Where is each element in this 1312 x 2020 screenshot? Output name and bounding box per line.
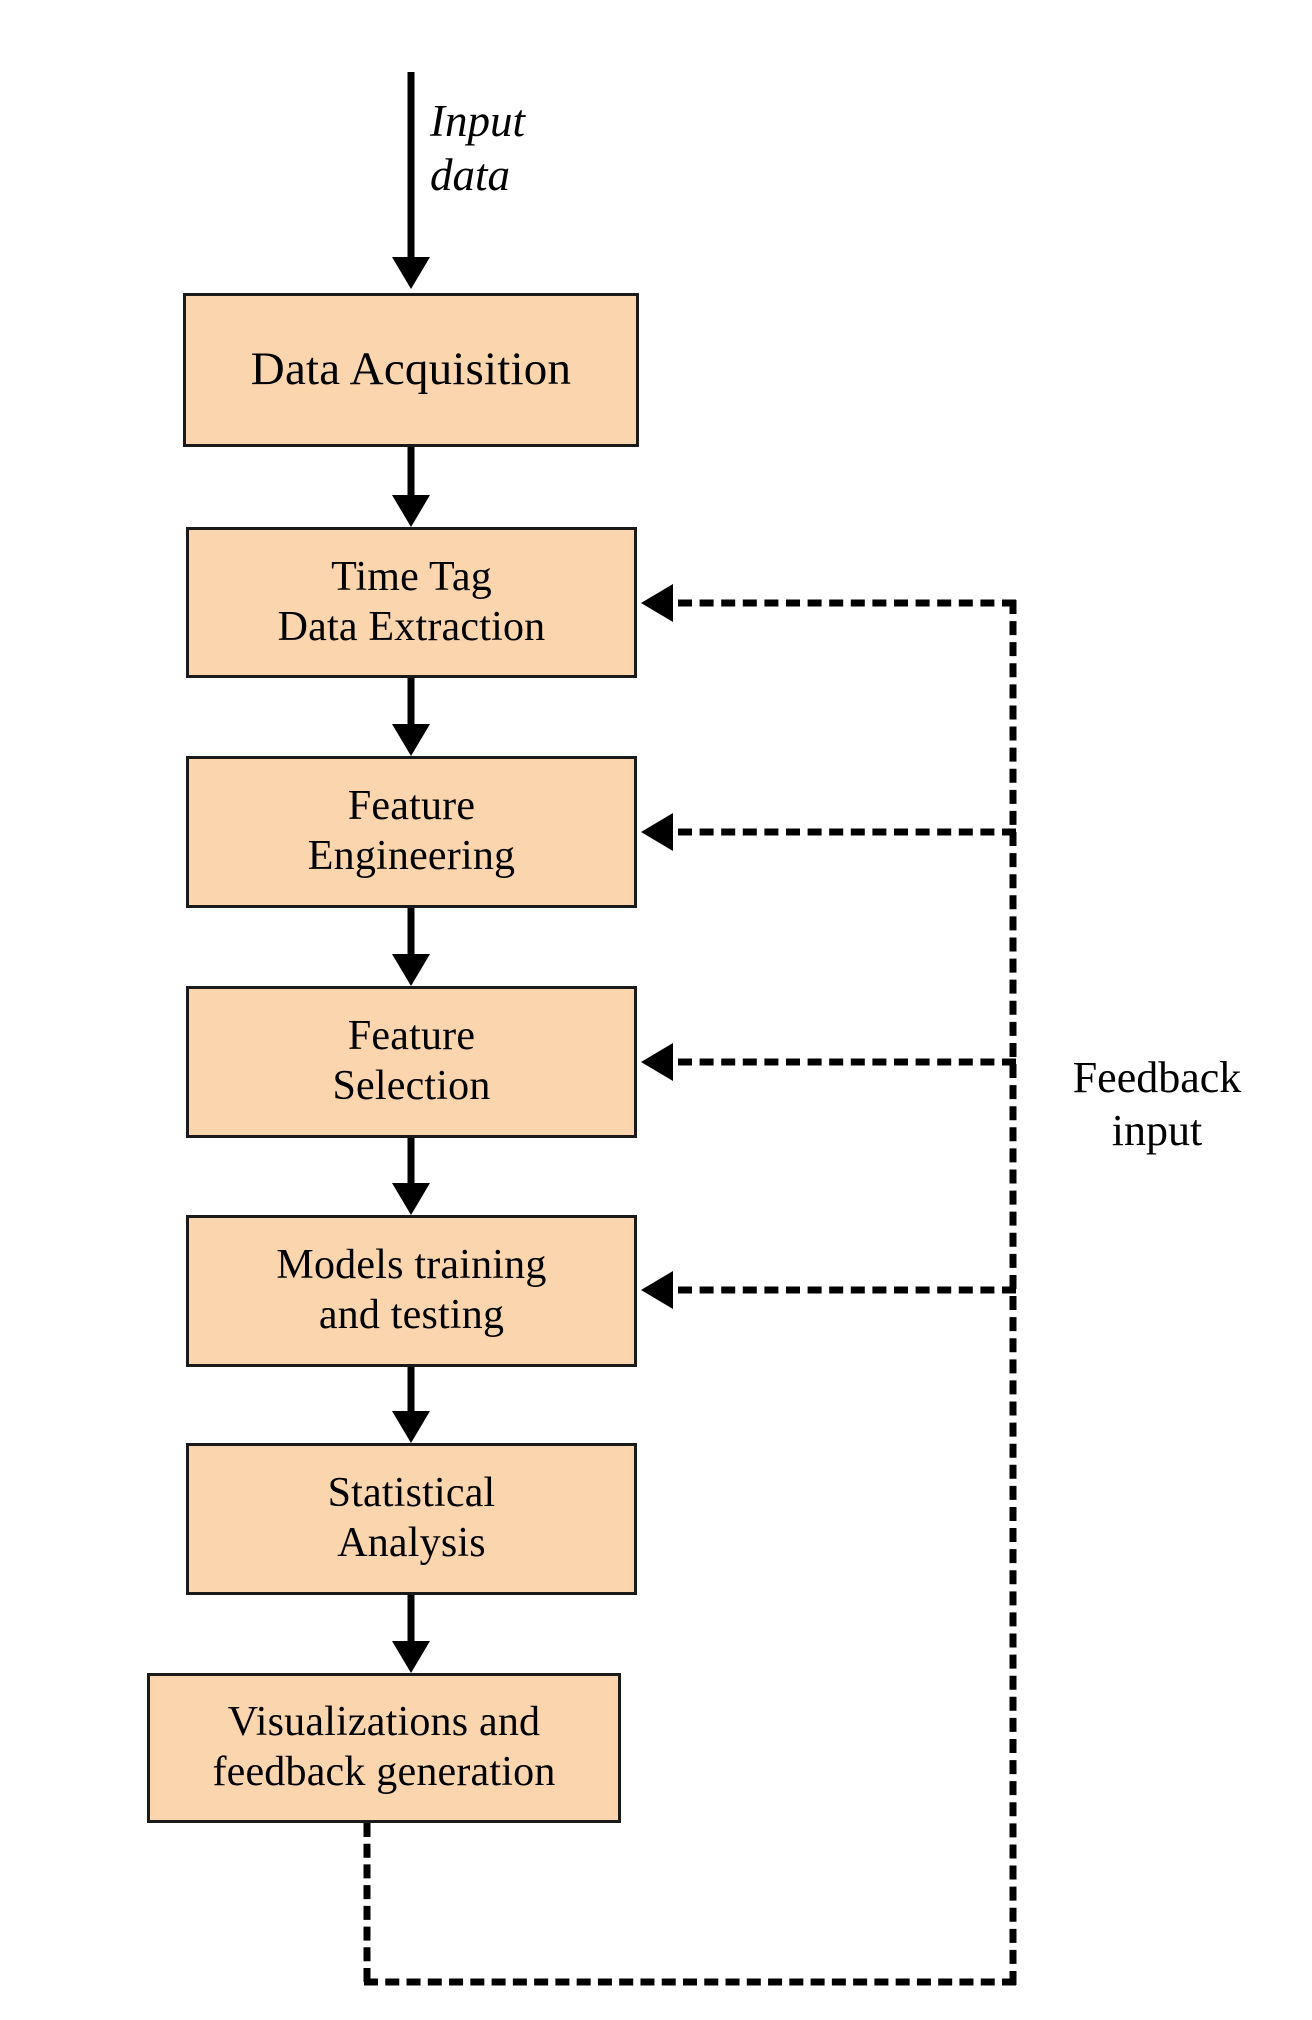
node-models-training-and-testing-label: Models training and testing (276, 1242, 547, 1338)
connector-line-acquisition-to-timetag (407, 447, 415, 495)
node-visualizations-and-feedback-generation[interactable]: Visualizations and feedback generation (147, 1673, 621, 1823)
input-arrow-line (407, 72, 415, 257)
feedback-arrow-to-feature-engineering (641, 813, 673, 851)
node-visualizations-and-feedback-generation-label: Visualizations and feedback generation (212, 1699, 556, 1795)
node-feature-selection-label: Feature Selection (332, 1013, 491, 1109)
feedback-input-label: Feedback input (1072, 1053, 1242, 1155)
node-time-tag-data-extraction[interactable]: Time Tag Data Extraction (186, 527, 637, 678)
connector-line-models-to-statistical (407, 1367, 415, 1411)
connector-arrow-acquisition-to-timetag (392, 495, 430, 527)
connector-line-featureeng-to-featuresel (407, 908, 415, 954)
feedback-arrow-to-models-training (641, 1271, 673, 1309)
feedback-line-bottom-horizontal (364, 1978, 1016, 1986)
node-models-training-and-testing[interactable]: Models training and testing (186, 1215, 637, 1367)
feedback-arrow-to-feature-selection (641, 1043, 673, 1081)
feedback-branch-to-models-training (678, 1286, 1016, 1294)
feedback-arrow-to-time-tag-extraction (641, 584, 673, 622)
connector-arrow-featureeng-to-featuresel (392, 954, 430, 986)
node-statistical-analysis[interactable]: Statistical Analysis (186, 1443, 637, 1595)
connector-line-timetag-to-featureeng (407, 678, 415, 724)
connector-arrow-statistical-to-visualizations (392, 1641, 430, 1673)
node-data-acquisition-label: Data Acquisition (250, 343, 572, 396)
feedback-branch-to-time-tag-extraction (678, 599, 1016, 607)
feedback-branch-to-feature-selection (678, 1058, 1016, 1066)
input-data-label: Input data (430, 96, 525, 200)
input-arrow-head (392, 257, 430, 289)
node-feature-engineering-label: Feature Engineering (307, 783, 516, 879)
node-time-tag-data-extraction-label: Time Tag Data Extraction (277, 553, 546, 650)
node-feature-selection[interactable]: Feature Selection (186, 986, 637, 1138)
node-statistical-analysis-label: Statistical Analysis (327, 1470, 496, 1566)
node-feature-engineering[interactable]: Feature Engineering (186, 756, 637, 908)
connector-line-featuresel-to-models (407, 1138, 415, 1183)
feedback-line-down-from-visualizations (363, 1823, 371, 1982)
feedback-branch-to-feature-engineering (678, 828, 1016, 836)
node-data-acquisition[interactable]: Data Acquisition (183, 293, 639, 447)
connector-arrow-featuresel-to-models (392, 1183, 430, 1215)
connector-arrow-models-to-statistical (392, 1411, 430, 1443)
connector-arrow-timetag-to-featureeng (392, 724, 430, 756)
connector-line-statistical-to-visualizations (407, 1595, 415, 1641)
